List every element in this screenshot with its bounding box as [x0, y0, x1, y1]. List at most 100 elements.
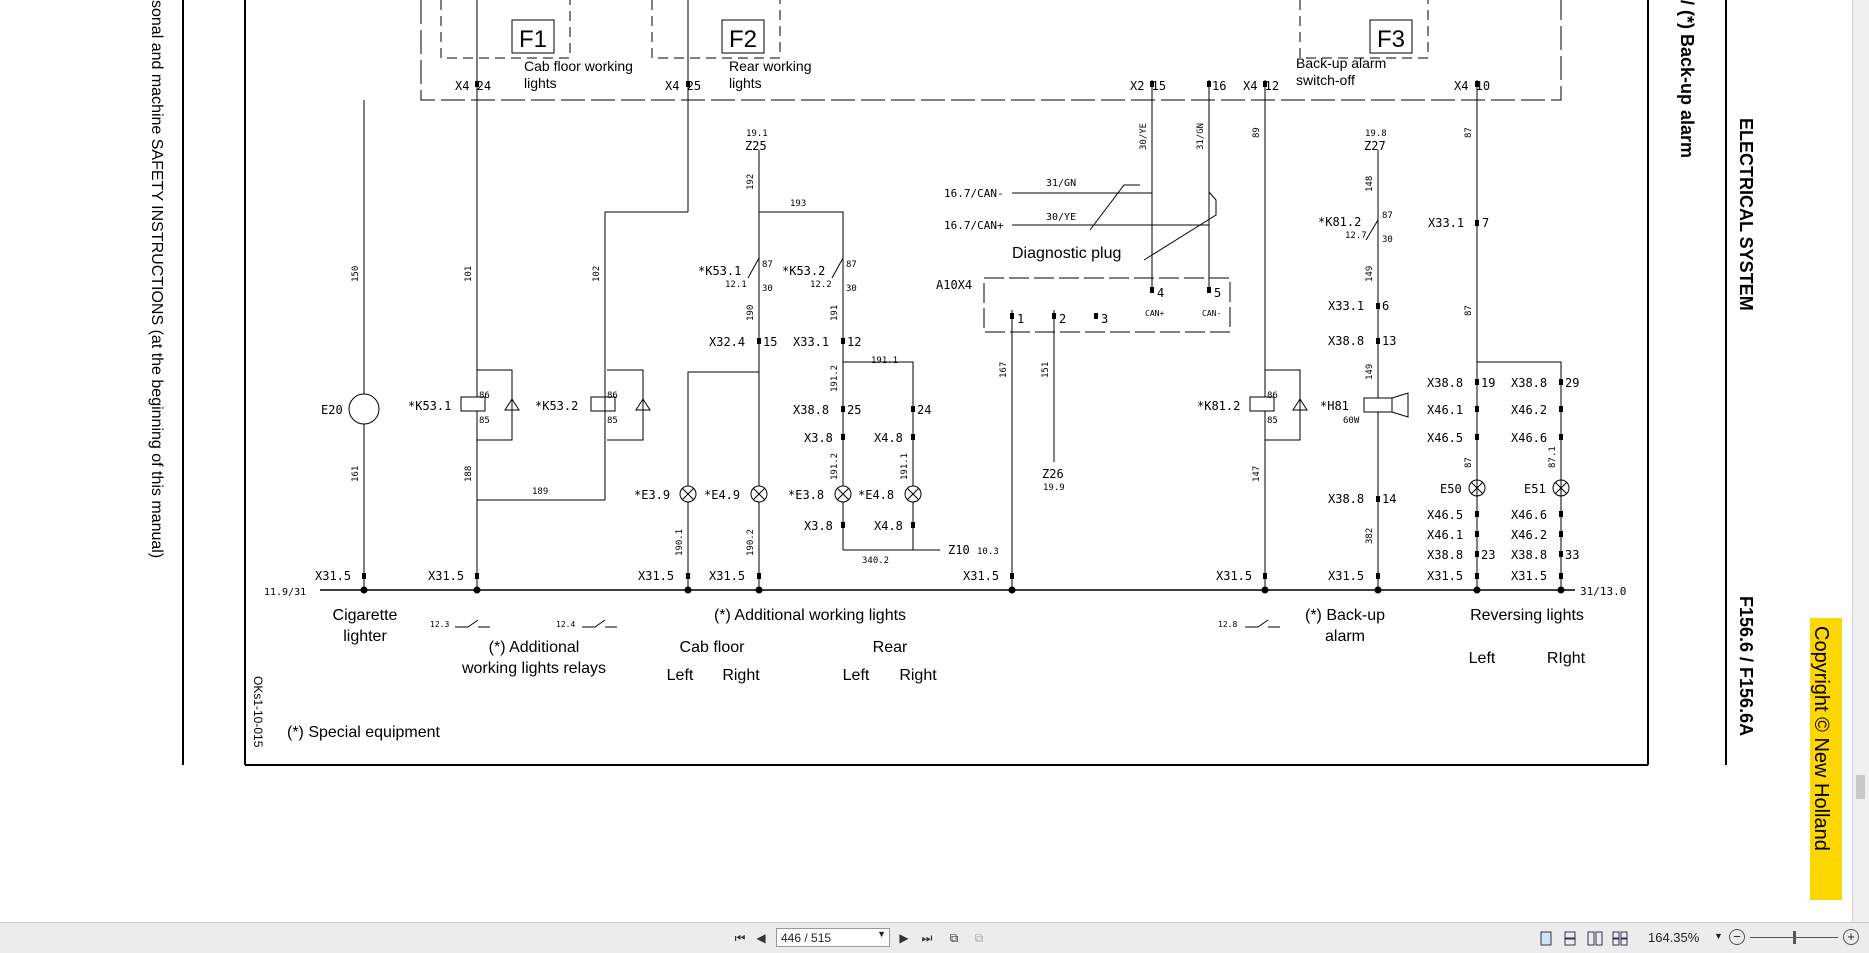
- label-cab-left: Left: [667, 667, 694, 684]
- x31-5-g: X31.5: [1328, 569, 1364, 583]
- wire-191-1: 191.1: [871, 356, 898, 366]
- vertical-scrollbar[interactable]: [1852, 0, 1869, 922]
- wire-190-1: 190.1: [675, 529, 685, 556]
- facing-continuous-icon: [1612, 931, 1628, 945]
- document-viewport[interactable]: sonal and machine SAFETY INSTRUCTIONS (a…: [0, 0, 1869, 922]
- zoom-out-button[interactable]: −: [1729, 929, 1745, 945]
- first-page-button[interactable]: ⏮: [731, 929, 749, 947]
- relay-ref-12-3: 12.3: [430, 620, 449, 629]
- relay-ref-12-4: 12.4: [556, 620, 575, 629]
- h81-horn: [1363, 397, 1393, 413]
- footnote: (*) Special equipment: [287, 724, 441, 741]
- wire-190: 190: [746, 305, 756, 321]
- k53-1-pin85: 85: [479, 416, 490, 426]
- wire-188: 188: [464, 466, 474, 482]
- x31-5-c: X31.5: [638, 569, 674, 583]
- h81-label: *H81: [1320, 399, 1349, 413]
- x38-8-25-label: X38.8: [793, 403, 829, 417]
- wire-149a: 149: [1365, 266, 1375, 282]
- e50-label: E50: [1440, 482, 1462, 496]
- k53-1-ref: 12.1: [725, 280, 747, 290]
- plug-a10x4: A10X4: [936, 278, 972, 292]
- copy-page-button[interactable]: ⧉: [945, 929, 963, 947]
- wire-192: 192: [746, 174, 756, 190]
- k81-2-label: *K81.2: [1197, 399, 1240, 413]
- k81-2-ref: 12.7: [1345, 231, 1367, 241]
- x46-2-2-label: X46.2: [1511, 403, 1547, 417]
- lamp-symbols: [679, 479, 1570, 503]
- fuse-box-outline: [420, 0, 1562, 101]
- next-page-button[interactable]: ▶: [895, 929, 913, 947]
- zoom-level[interactable]: 164.35%: [1648, 930, 1700, 945]
- x38-8-25-pin: 25: [847, 403, 861, 417]
- z27-ref: 19.8: [1365, 129, 1387, 139]
- x31-5-f: X31.5: [1216, 569, 1252, 583]
- plug-pin-4: 4: [1157, 286, 1164, 300]
- ground-left-ref: 11.9/31: [264, 587, 306, 598]
- plug-pin-3: 3: [1101, 312, 1108, 326]
- fuse-f2-desc-2: lights: [729, 75, 762, 91]
- wire-161: 161: [351, 466, 361, 482]
- k53-1-label: *K53.1: [408, 399, 451, 413]
- facing-pages-icon: [1587, 931, 1603, 945]
- fuse-f3-desc-2: switch-off: [1296, 72, 1355, 88]
- k53-2-ref: 12.2: [810, 280, 832, 290]
- x38-8-14-label: X38.8: [1328, 492, 1364, 506]
- fuse-f3-desc-1: Back-up alarm: [1296, 55, 1386, 71]
- page-number-field[interactable]: 446 / 515▼: [776, 928, 890, 947]
- wire-149b: 149: [1365, 364, 1375, 380]
- continuous-page-icon: [1564, 931, 1576, 945]
- zoom-slider-thumb[interactable]: [1793, 931, 1796, 944]
- x33-1-6-label: X33.1: [1328, 299, 1364, 313]
- k53-1-contact: *K53.1: [698, 264, 741, 278]
- fuse-f1-housing: [440, 0, 571, 59]
- z27-label: Z27: [1364, 139, 1386, 153]
- plug-pin-5-signal: CAN-: [1202, 309, 1221, 318]
- e20-label: E20: [321, 403, 343, 417]
- can-minus-ref: 16.7/CAN-: [944, 187, 1004, 200]
- diagnostic-plug-outline: [983, 277, 1231, 333]
- k53-2-label: *K53.2: [535, 399, 578, 413]
- x46-5-2-label: X46.5: [1427, 508, 1463, 522]
- wire-102: 102: [592, 266, 602, 282]
- next-page-icon: ▶: [899, 931, 909, 945]
- zoom-in-button[interactable]: +: [1843, 929, 1859, 945]
- k53-2-pin30: 30: [846, 284, 857, 294]
- page-dropdown-icon[interactable]: ▼: [877, 929, 886, 939]
- x38-8-29-label: X38.8: [1511, 376, 1547, 390]
- x4-8-2-label: X4.8: [874, 519, 903, 533]
- plug-pin-5: 5: [1214, 286, 1221, 300]
- x46-5-1-label: X46.5: [1427, 431, 1463, 445]
- x38-8-14-pin: 14: [1382, 492, 1396, 506]
- label-rear-left: Left: [843, 667, 870, 684]
- x4-8-1-label: X4.8: [874, 431, 903, 445]
- facing-view-button[interactable]: [1586, 929, 1604, 947]
- last-page-button[interactable]: ⏭: [918, 929, 936, 947]
- k81-2-pin87: 87: [1382, 211, 1393, 221]
- ground-right-ref: 31/13.0: [1580, 585, 1626, 598]
- label-rear-right: Right: [899, 667, 937, 684]
- x46-2-6-label: X46.2: [1511, 528, 1547, 542]
- wire-189: 189: [532, 487, 548, 497]
- wire-150: 150: [351, 266, 361, 282]
- paste-page-button[interactable]: ⧉: [970, 929, 988, 947]
- zoom-dropdown-icon[interactable]: ▼: [1714, 931, 1723, 941]
- x3-8-2-label: X3.8: [804, 519, 833, 533]
- wire-167: 167: [999, 362, 1009, 378]
- facing-continuous-view-button[interactable]: [1611, 929, 1629, 947]
- scroll-thumb[interactable]: [1856, 775, 1865, 799]
- x38-8-13-label: X38.8: [1328, 334, 1364, 348]
- x38-8-23-label: X38.8: [1427, 548, 1463, 562]
- plug-pin-1: 1: [1017, 312, 1024, 326]
- prev-page-button[interactable]: ◀: [752, 929, 770, 947]
- wire-191-1b: 191.1: [900, 453, 910, 480]
- manual-page: sonal and machine SAFETY INSTRUCTIONS (a…: [148, 0, 1842, 900]
- wire-148: 148: [1365, 176, 1375, 192]
- continuous-view-button[interactable]: [1561, 929, 1579, 947]
- k53-1-pin86: 86: [479, 391, 490, 401]
- single-page-view-button[interactable]: [1537, 929, 1555, 947]
- x46-1-2-label: X46.1: [1427, 403, 1463, 417]
- junction-dots: [360, 586, 1565, 594]
- label-backup-2: alarm: [1325, 628, 1365, 645]
- x31-5-a: X31.5: [315, 569, 351, 583]
